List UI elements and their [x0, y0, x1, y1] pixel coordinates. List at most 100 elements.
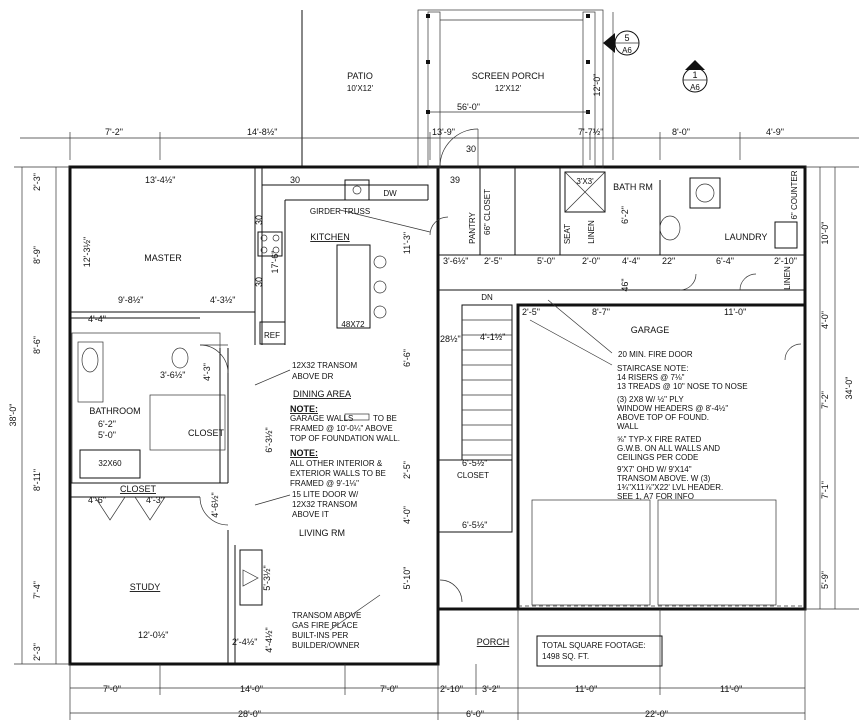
- dim-bot-11-0a: 11'-0": [575, 684, 597, 694]
- section-callout-1: 1 A6: [682, 60, 708, 93]
- label-dn: DN: [481, 293, 493, 302]
- dim-right-4-0: 4'-0": [820, 311, 830, 329]
- dim-4-4c: 4'-4": [622, 256, 640, 266]
- note-fireplace-c: BUILT-INS PER: [292, 631, 349, 640]
- dim-left-8-11: 8'-11": [32, 469, 42, 491]
- dim-left-7-4: 7'-4": [32, 581, 42, 599]
- dim-6-2: 6'-2": [98, 419, 116, 429]
- dim-4-1: 4'-1½": [480, 332, 505, 342]
- dim-12-3: 12'-3½": [82, 237, 92, 267]
- dim-left-2-3b: 2'-3": [32, 643, 42, 661]
- dim-13-4: 13'-4½": [145, 175, 175, 185]
- dim-2-4: 2'-4½": [232, 637, 257, 647]
- note-header-b: WINDOW HEADERS @ 8'-4½": [617, 404, 728, 413]
- room-closet-study: CLOSET: [120, 484, 157, 494]
- note-stair-b: 14 RISERS @ 7⅛": [617, 373, 685, 382]
- dim-5-0: 5'-0": [98, 430, 116, 440]
- room-laundry: LAUNDRY: [725, 232, 768, 242]
- dim-8-7: 8'-7": [592, 307, 610, 317]
- room-pantry: PANTRY: [468, 211, 477, 243]
- dim-2-5c: 2'-5": [402, 461, 412, 479]
- note-other-b: EXTERIOR WALLS TO BE: [290, 469, 386, 478]
- callout-5-sheet: A6: [622, 46, 632, 55]
- note-sqft-b: 1498 SQ. FT.: [542, 652, 589, 661]
- callout-1-number: 1: [692, 70, 697, 80]
- note-stair-c: 13 TREADS @ 10" NOSE TO NOSE: [617, 382, 748, 391]
- note-ohd-c: 1¾"X11⅞"X22' LVL HEADER.: [617, 483, 723, 492]
- note-ohd-d: SEE 1, A7 FOR INFO: [617, 492, 694, 501]
- note-sqft-a: TOTAL SQUARE FOOTAGE:: [542, 641, 646, 650]
- note-other-a: ALL OTHER INTERIOR &: [290, 459, 383, 468]
- note-garage-c: FRAMED @ 10'-0¼" ABOVE: [290, 424, 393, 433]
- door-swings: [94, 216, 802, 603]
- room-porch: PORCH: [477, 637, 510, 647]
- dim-left-8-6: 8'-6": [32, 336, 42, 354]
- dim-bot-7-0b: 7'-0": [380, 684, 398, 694]
- note-header-c: ABOVE TOP OF FOUND.: [617, 413, 709, 422]
- note-stair-a: STAIRCASE NOTE:: [617, 364, 688, 373]
- room-dining: DINING AREA: [293, 389, 351, 399]
- fixtures: [77, 171, 805, 667]
- dim-top-8-0: 8'-0": [672, 127, 690, 137]
- dim-17-6: 17'-6": [270, 251, 280, 274]
- section-callout-5: 5 A6: [603, 30, 640, 56]
- note-transom-1a: 12X32 TRANSOM: [292, 361, 358, 370]
- dim-6-5b: 6'-5½": [462, 520, 487, 530]
- dim-3-6: 3'-6½": [160, 370, 185, 380]
- note-header-a: (3) 2X8 W/ ½" PLY: [617, 395, 684, 404]
- note-ohd-b: TRANSOM ABOVE. W (3): [617, 474, 711, 483]
- dimension-labels: 56'-0" 7'-2" 14'-8½" 13'-9" 7'-7½" 8'-0"…: [8, 74, 854, 719]
- room-study: STUDY: [130, 582, 161, 592]
- dim-9-8: 9'-8½": [118, 295, 143, 305]
- room-labels: PATIO 10'X12' SCREEN PORCH 12'X12' MASTE…: [89, 71, 799, 647]
- note-garage-d: TOP OF FOUNDATION WALL.: [290, 434, 400, 443]
- label-counter: 6" COUNTER: [790, 170, 799, 219]
- note-other-c: FRAMED @ 9'-1⅛": [290, 479, 359, 488]
- dim-4-4: 4'-4": [88, 314, 106, 324]
- dim-22: 22": [662, 256, 675, 266]
- dim-2-10: 2'-10": [774, 256, 797, 266]
- room-kitchen: KITCHEN: [310, 232, 350, 242]
- note-fireplace-b: GAS FIRE PLACE: [292, 621, 358, 630]
- dim-11-3: 11'-3": [402, 232, 412, 254]
- dim-6-4: 6'-4": [716, 256, 734, 266]
- label-tub: 32X60: [98, 459, 122, 468]
- dim-39: 39: [450, 175, 460, 185]
- dim-left-2-3a: 2'-3": [32, 173, 42, 191]
- dim-2-5b: 2'-5": [522, 307, 540, 317]
- dim-bot-2-10: 2'-10": [440, 684, 463, 694]
- label-shower: 3'X3': [576, 177, 594, 186]
- room-patio-size: 10'X12': [347, 84, 374, 93]
- label-linen-1: LINEN: [587, 220, 596, 244]
- dim-2-5: 2'-5": [484, 256, 502, 266]
- note-garage-b: TO BE: [373, 414, 397, 423]
- dim-right-7-1: 7'-1": [820, 481, 830, 499]
- dim-left-38: 38'-0": [8, 404, 18, 427]
- dim-4-4b: 4'-4½": [264, 627, 274, 652]
- dim-46: 46": [620, 278, 630, 291]
- room-garage: GARAGE: [631, 325, 670, 335]
- room-screen-porch: SCREEN PORCH: [472, 71, 545, 81]
- dim-2-0: 2'-0": [582, 256, 600, 266]
- dim-bot-28: 28'-0": [238, 709, 261, 719]
- dim-4-6a: 4'-6": [88, 495, 106, 505]
- note-lite-c: ABOVE IT: [292, 510, 329, 519]
- dim-bot-14-0: 14'-0": [240, 684, 263, 694]
- garage-wall-hatch: [344, 413, 370, 421]
- label-island: 48X72: [341, 320, 365, 329]
- room-bath-rm: BATH RM: [613, 182, 653, 192]
- label-linen-2: LINEN: [783, 266, 792, 290]
- dim-4-6b: 4'-6½": [210, 492, 220, 517]
- note-lite-b: 12X32 TRANSOM: [292, 500, 358, 509]
- dim-top-14-8: 14'-8½": [247, 127, 277, 137]
- dim-6-6: 6'-6": [402, 349, 412, 367]
- dim-6-5a: 6'-5½": [462, 458, 487, 468]
- note-garage-a: GARAGE WALLS: [290, 414, 353, 423]
- dim-12-0: 12'-0½": [138, 630, 168, 640]
- label-seat: SEAT: [563, 224, 572, 244]
- dim-right-10: 10'-0": [820, 222, 830, 245]
- dim-30b: 30: [466, 144, 476, 154]
- dim-top-13-9: 13'-9": [432, 127, 455, 137]
- label-dw: DW: [383, 189, 397, 198]
